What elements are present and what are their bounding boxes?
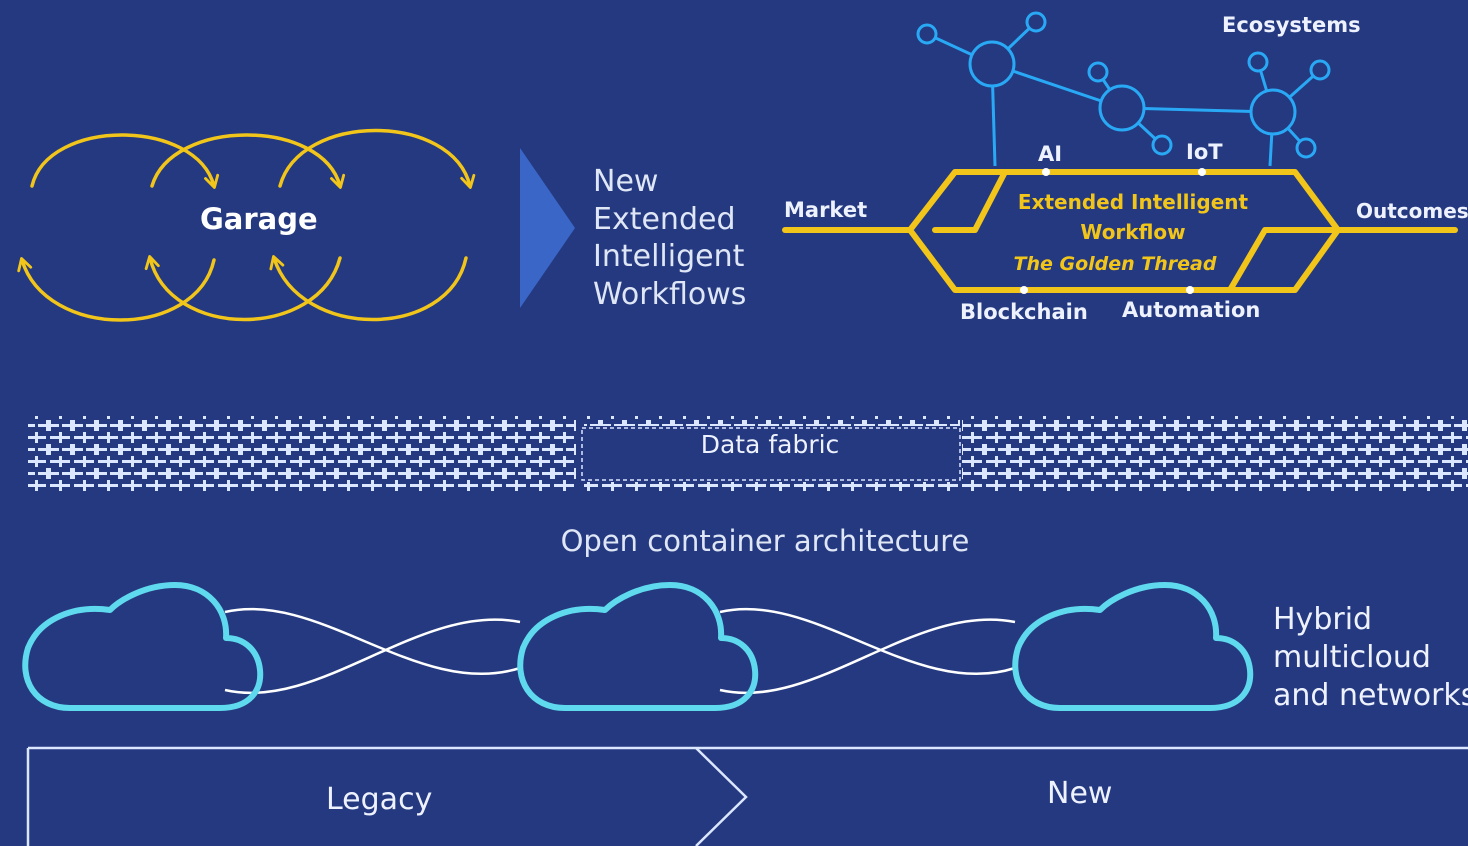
network-node	[1247, 51, 1269, 73]
outcomes-label: Outcomes	[1356, 199, 1468, 223]
station-automation	[1186, 286, 1194, 294]
hybrid-line: Hybrid	[1273, 602, 1373, 637]
new-label: New	[1047, 776, 1113, 811]
network-hub	[1098, 84, 1146, 132]
garage-loops	[17, 128, 476, 322]
data-fabric-band	[28, 416, 1468, 492]
data-fabric-label: Data fabric	[700, 430, 840, 459]
workflow-center-line2: Workflow	[1080, 220, 1186, 244]
station-ai	[1042, 168, 1050, 176]
ai-label: AI	[1038, 142, 1063, 166]
fabric-weave-right	[962, 416, 1468, 492]
fabric-weave-top	[584, 416, 960, 426]
automation-label: Automation	[1122, 298, 1261, 322]
workflow-center-line1: Extended Intelligent	[1017, 190, 1249, 214]
network-node	[1087, 61, 1109, 83]
workflow-heading-line: New	[593, 164, 659, 199]
hybrid-line: multicloud	[1273, 640, 1431, 675]
loop-arc	[269, 255, 468, 322]
cloud-icon	[1012, 582, 1254, 711]
hybrid-line: and networks	[1273, 678, 1468, 713]
golden-thread-track	[782, 168, 1458, 294]
workflow-heading-line: Extended	[593, 201, 736, 237]
fabric-weave-bottom	[584, 482, 960, 492]
blockchain-label: Blockchain	[960, 300, 1088, 324]
station-iot	[1198, 168, 1206, 176]
garage-label: Garage	[200, 202, 318, 236]
timeline-bar	[26, 746, 1468, 846]
timeline-chevron-icon	[695, 747, 748, 846]
loop-arc	[278, 128, 476, 189]
hybrid-multicloud-label: Hybrid multicloud and networks	[1273, 601, 1468, 715]
network-node	[1025, 11, 1047, 33]
cloud-links	[224, 607, 1016, 695]
network-hub	[1249, 88, 1297, 136]
fabric-weave-left	[28, 416, 576, 492]
network-hub	[968, 40, 1016, 88]
market-label: Market	[784, 198, 868, 222]
cloud-icon	[22, 582, 264, 711]
fabric-label-box	[581, 427, 961, 481]
station-blockchain	[1020, 286, 1028, 294]
network-node	[1151, 134, 1173, 156]
workflow-heading-line: Intelligent	[593, 239, 745, 274]
cloud-icon	[517, 582, 759, 711]
ecosystems-network	[916, 11, 1331, 167]
ecosystems-label: Ecosystems	[1222, 13, 1361, 37]
loop-arc	[144, 255, 342, 322]
legacy-label: Legacy	[326, 782, 433, 817]
loop-arc	[17, 257, 216, 322]
iot-label: IoT	[1186, 140, 1223, 164]
progression-chevron-icon	[520, 148, 575, 308]
network-node	[916, 23, 938, 45]
loop-arc	[150, 133, 346, 189]
golden-thread-label: The Golden Thread	[1013, 253, 1217, 275]
network-node	[1295, 137, 1317, 159]
workflow-heading: New Extended Intelligent Workflows	[593, 163, 746, 313]
architecture-label: Open container architecture	[560, 524, 970, 558]
network-node	[1309, 59, 1331, 81]
workflow-heading-line: Workflows	[593, 276, 747, 312]
clouds	[22, 582, 1254, 711]
loop-arc	[30, 133, 220, 189]
